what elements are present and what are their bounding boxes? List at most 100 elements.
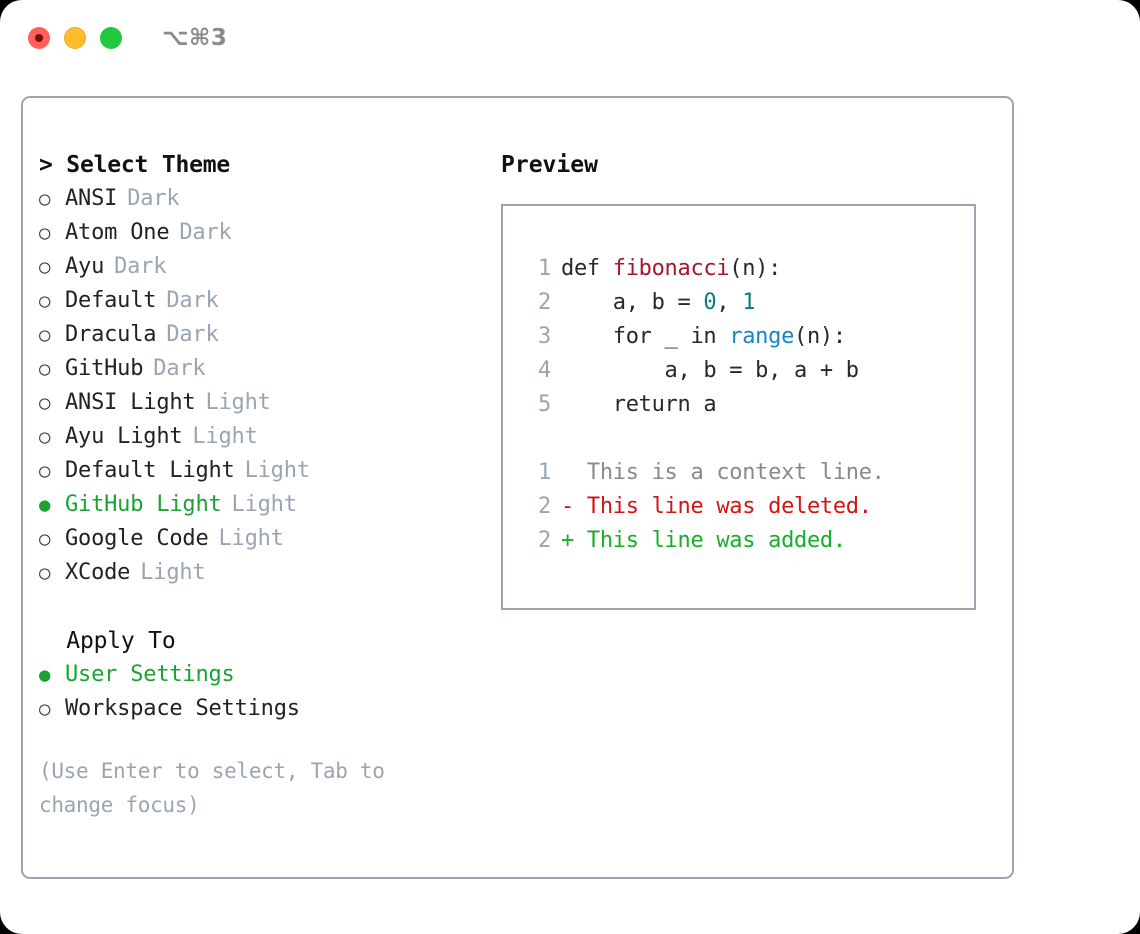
code-blank-line xyxy=(521,422,974,456)
theme-label: Default Light xyxy=(65,458,235,483)
line-number: 2 xyxy=(538,494,551,519)
token-number: 0 xyxy=(703,290,717,315)
theme-option-github-light[interactable]: ● GitHub Light Light xyxy=(39,488,499,522)
code-sample: 1 def fibonacci(n): 2 a, b = 0, 1 3 for … xyxy=(521,252,974,422)
apply-to-option-list: ● User Settings ○ Workspace Settings xyxy=(39,658,499,726)
line-number: 4 xyxy=(538,358,551,383)
line-number: 2 xyxy=(538,528,551,553)
radio-icon: ○ xyxy=(39,222,51,244)
theme-label: Default xyxy=(65,288,157,313)
theme-variant-tag: Light xyxy=(140,560,206,585)
radio-icon: ○ xyxy=(39,392,51,414)
theme-variant-tag: Dark xyxy=(153,356,206,381)
diff-marker: - xyxy=(561,494,587,519)
theme-label: Ayu xyxy=(65,254,105,279)
theme-label: Atom One xyxy=(65,220,170,245)
radio-selected-icon: ● xyxy=(39,494,51,516)
radio-icon: ○ xyxy=(39,188,51,210)
theme-variant-tag: Dark xyxy=(127,186,180,211)
diff-marker: + xyxy=(561,528,587,553)
code-content: return a xyxy=(561,392,717,417)
theme-option-ayu[interactable]: ○ Ayu Dark xyxy=(39,250,499,284)
diff-text: This is a context line. xyxy=(586,460,885,485)
theme-option-xcode[interactable]: ○ XCode Light xyxy=(39,556,499,590)
code-content: for _ in range(n): xyxy=(561,324,846,349)
theme-variant-tag: Light xyxy=(218,526,284,551)
preview-header: Preview xyxy=(501,152,598,178)
preview-column: Preview 1 def fibonacci(n): 2 a, b = 0, … xyxy=(501,148,991,610)
theme-variant-tag: Light xyxy=(192,424,258,449)
apply-option-label: Workspace Settings xyxy=(65,696,300,721)
zoom-window-button[interactable] xyxy=(100,27,122,49)
theme-label: GitHub Light xyxy=(65,492,222,517)
apply-to-header: Apply To xyxy=(39,628,176,654)
theme-variant-tag: Light xyxy=(244,458,310,483)
theme-variant-tag: Light xyxy=(205,390,271,415)
radio-icon: ○ xyxy=(39,324,51,346)
code-line: 4 a, b = b, a + b xyxy=(521,354,974,388)
theme-option-ansi-light[interactable]: ○ ANSI Light Light xyxy=(39,386,499,420)
keyboard-hint-text: (Use Enter to select, Tab to change focu… xyxy=(39,759,385,817)
line-number: 3 xyxy=(538,324,551,349)
code-content: def fibonacci(n): xyxy=(561,256,782,281)
theme-label: Google Code xyxy=(65,526,209,551)
radio-icon: ○ xyxy=(39,290,51,312)
close-dot-icon xyxy=(35,34,43,42)
line-number: 1 xyxy=(538,256,551,281)
main-panel: > Select Theme ○ ANSI Dark ○ Atom One Da… xyxy=(21,96,1014,879)
theme-label: XCode xyxy=(65,560,131,585)
apply-option-user-settings[interactable]: ● User Settings xyxy=(39,658,499,692)
code-content: a, b = b, a + b xyxy=(561,358,860,383)
radio-icon: ○ xyxy=(39,256,51,278)
radio-icon: ○ xyxy=(39,562,51,584)
theme-option-list: ○ ANSI Dark ○ Atom One Dark ○ Ayu Dark xyxy=(39,182,499,590)
line-number: 5 xyxy=(538,392,551,417)
radio-icon: ○ xyxy=(39,528,51,550)
theme-option-dracula[interactable]: ○ Dracula Dark xyxy=(39,318,499,352)
theme-option-default[interactable]: ○ Default Dark xyxy=(39,284,499,318)
keyboard-shortcut-label: ⌥⌘3 xyxy=(162,25,228,51)
code-content: a, b = 0, 1 xyxy=(561,290,756,315)
apply-option-workspace-settings[interactable]: ○ Workspace Settings xyxy=(39,692,499,726)
code-line: 3 for _ in range(n): xyxy=(521,320,974,354)
close-window-button[interactable] xyxy=(28,27,50,49)
code-line: 1 def fibonacci(n): xyxy=(521,252,974,286)
code-line: 5 return a xyxy=(521,388,974,422)
diff-line-added: 2 + This line was added. xyxy=(521,524,974,558)
diff-sample: 1 This is a context line. 2 - This line … xyxy=(521,456,974,558)
theme-option-atom-one[interactable]: ○ Atom One Dark xyxy=(39,216,499,250)
diff-text: This line was deleted. xyxy=(586,494,872,519)
list-spacer xyxy=(39,590,499,624)
theme-variant-tag: Dark xyxy=(179,220,232,245)
token-builtin: range xyxy=(729,324,795,349)
select-theme-header: > Select Theme xyxy=(39,152,231,178)
diff-marker xyxy=(561,456,587,490)
theme-variant-tag: Dark xyxy=(166,288,219,313)
theme-label: Ayu Light xyxy=(65,424,183,449)
theme-option-google-code[interactable]: ○ Google Code Light xyxy=(39,522,499,556)
line-number: 2 xyxy=(538,290,551,315)
theme-variant-tag: Dark xyxy=(166,322,219,347)
theme-label: GitHub xyxy=(65,356,144,381)
theme-option-default-light[interactable]: ○ Default Light Light xyxy=(39,454,499,488)
diff-line-context: 1 This is a context line. xyxy=(521,456,974,490)
radio-icon: ○ xyxy=(39,698,51,720)
diff-line-deleted: 2 - This line was deleted. xyxy=(521,490,974,524)
line-number: 1 xyxy=(538,460,551,485)
radio-icon: ○ xyxy=(39,358,51,380)
minimize-window-button[interactable] xyxy=(64,27,86,49)
radio-icon: ○ xyxy=(39,460,51,482)
theme-option-github[interactable]: ○ GitHub Dark xyxy=(39,352,499,386)
theme-option-ansi[interactable]: ○ ANSI Dark xyxy=(39,182,499,216)
token-function-name: fibonacci xyxy=(612,256,730,281)
token-number: 1 xyxy=(742,290,756,315)
preview-box: 1 def fibonacci(n): 2 a, b = 0, 1 3 for … xyxy=(501,204,976,610)
traffic-lights xyxy=(28,27,122,49)
radio-icon: ○ xyxy=(39,426,51,448)
theme-label: ANSI xyxy=(65,186,118,211)
theme-label: Dracula xyxy=(65,322,157,347)
theme-option-ayu-light[interactable]: ○ Ayu Light Light xyxy=(39,420,499,454)
apply-option-label: User Settings xyxy=(65,662,235,687)
theme-label: ANSI Light xyxy=(65,390,196,415)
